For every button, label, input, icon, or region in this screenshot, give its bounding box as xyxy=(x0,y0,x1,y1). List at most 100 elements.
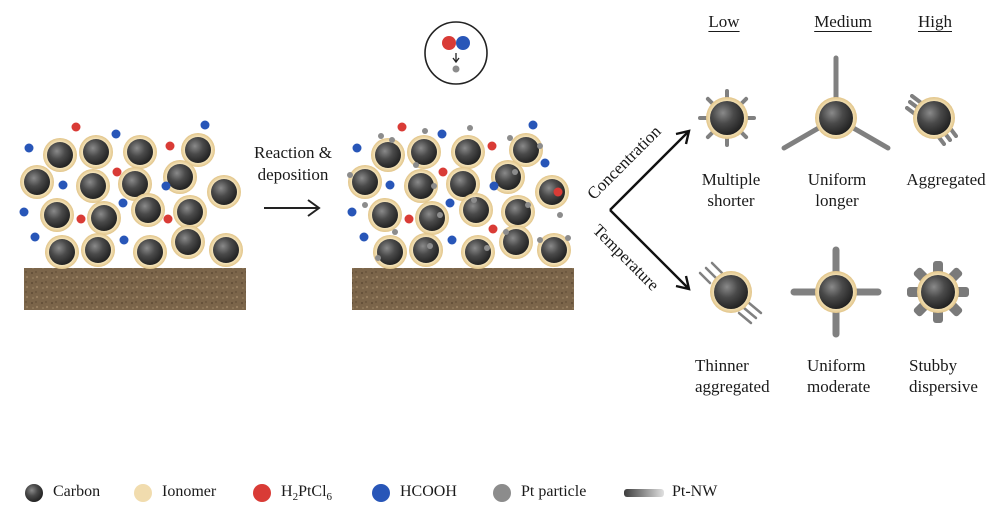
hcooh-dot xyxy=(161,181,171,191)
pt-particle-dot xyxy=(512,169,518,175)
carbon-core xyxy=(917,101,951,135)
carbon-particle xyxy=(181,133,215,167)
carbon-particle xyxy=(407,135,441,169)
nanowire-morphologies xyxy=(698,55,969,338)
branch-arrows xyxy=(609,129,691,291)
carbon-core xyxy=(495,164,521,190)
carbon-ionomer-particles-right xyxy=(348,133,571,269)
hcooh-dot xyxy=(200,120,210,130)
conc-medium-line2: longer xyxy=(815,191,859,210)
pt-particle-dot xyxy=(362,202,368,208)
carbon-particle xyxy=(163,160,197,194)
morph-temp-high xyxy=(917,271,959,313)
legend-ionomer-icon xyxy=(134,484,152,502)
pt-particle-dot xyxy=(537,143,543,149)
carbon-core xyxy=(85,237,111,263)
h2ptcl6-dot xyxy=(438,167,448,177)
h2ptcl6-sub2: 6 xyxy=(326,491,333,504)
carbon-core xyxy=(213,237,239,263)
carbon-particle xyxy=(535,175,569,209)
reaction-step-line1: Reaction & xyxy=(254,143,332,162)
pt-nanowire xyxy=(704,266,718,280)
legend-pt-particle-icon xyxy=(493,484,511,502)
pt-particle-dot xyxy=(507,135,513,141)
pt-nanowire xyxy=(698,271,712,285)
pt-nanowire xyxy=(910,94,922,104)
hcooh-dot xyxy=(111,129,121,139)
carbon-core xyxy=(167,164,193,190)
h2ptcl6-ptcl: PtCl xyxy=(298,483,327,500)
carbon-particle xyxy=(461,235,495,269)
level-high: High xyxy=(918,12,952,31)
carbon-particle xyxy=(87,201,121,235)
h2ptcl6-dot xyxy=(71,122,81,132)
conc-low-line1: Multiple xyxy=(701,170,761,189)
temp-low-line1: Thinner xyxy=(695,356,749,375)
carbon-particle xyxy=(209,233,243,267)
carbon-core xyxy=(122,171,148,197)
hcooh-dot xyxy=(447,235,457,245)
h2ptcl6-h: H xyxy=(281,483,293,500)
h2ptcl6-dot xyxy=(112,167,122,177)
carbon-particle xyxy=(76,169,110,203)
carbon-particle xyxy=(20,165,54,199)
carbon-core xyxy=(539,179,565,205)
carbon-particle xyxy=(81,233,115,267)
hcooh-dot xyxy=(347,207,357,217)
legend-pt-nw-label: Pt-NW xyxy=(672,483,718,500)
carbon-core xyxy=(47,142,73,168)
temp-high-line2: dispersive xyxy=(909,377,978,396)
h2ptcl6-dot xyxy=(76,214,86,224)
carbon-core xyxy=(127,139,153,165)
hcooh-dot xyxy=(437,129,447,139)
h2ptcl6-dot xyxy=(404,214,414,224)
legend-carbon-icon xyxy=(25,484,43,502)
h2ptcl6-dot xyxy=(165,141,175,151)
carbon-core xyxy=(465,239,491,265)
carbon-core xyxy=(541,237,567,263)
carbon-particle xyxy=(446,167,480,201)
pt-nanowire xyxy=(850,125,891,151)
hcooh-dot xyxy=(528,120,538,130)
carbon-ionomer-particles-left xyxy=(20,133,243,269)
pt-particle-dot xyxy=(557,212,563,218)
hcooh-dot xyxy=(445,198,455,208)
h2ptcl6-dot xyxy=(397,122,407,132)
carbon-core xyxy=(819,101,853,135)
morph-temp-medium xyxy=(815,271,857,313)
pt-particle-dot xyxy=(427,243,433,249)
carbon-core xyxy=(137,239,163,265)
conc-outcome-medium: Uniform longer xyxy=(782,169,892,211)
carbon-particle xyxy=(45,235,79,269)
carbon-core xyxy=(211,179,237,205)
carbon-core xyxy=(24,169,50,195)
carbon-core xyxy=(377,239,403,265)
carbon-core xyxy=(714,275,748,309)
carbon-core xyxy=(505,199,531,225)
carbon-core xyxy=(135,197,161,223)
hcooh-dot xyxy=(30,232,40,242)
carbon-particle xyxy=(118,167,152,201)
carbon-core xyxy=(352,169,378,195)
h2ptcl6-sub1: 2 xyxy=(292,491,299,504)
temp-outcome-high: Stubby dispersive xyxy=(909,355,999,397)
legend-pt-particle-label: Pt particle xyxy=(521,483,587,500)
legend-hcooh-label: HCOOH xyxy=(400,483,457,500)
carbon-core xyxy=(185,137,211,163)
level-medium: Medium xyxy=(814,12,872,31)
pt-particle-dot xyxy=(413,162,419,168)
carbon-particle xyxy=(79,135,113,169)
substrate-right xyxy=(352,268,574,310)
temp-low-line2: aggregated xyxy=(695,377,770,396)
conc-outcome-low: Multiple shorter xyxy=(676,169,786,211)
pt-particle-dot xyxy=(347,172,353,178)
carbon-core xyxy=(375,142,401,168)
hcooh-dot xyxy=(540,158,550,168)
pt-particle-dot xyxy=(437,212,443,218)
carbon-core xyxy=(408,173,434,199)
carbon-particle xyxy=(171,225,205,259)
carbon-core xyxy=(91,205,117,231)
carbon-core xyxy=(411,139,437,165)
conc-outcome-high: Aggregated xyxy=(893,169,999,190)
